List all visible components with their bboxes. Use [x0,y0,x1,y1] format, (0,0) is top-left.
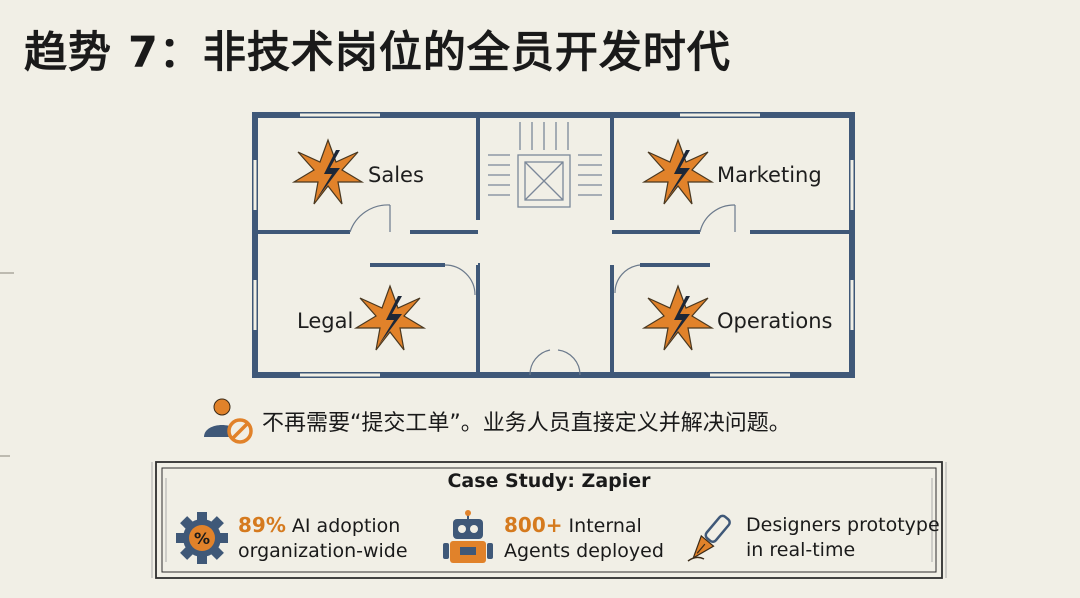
floor-plan: Sales Marketing Legal Operations [252,112,855,378]
room-label-legal: Legal [297,309,353,333]
case-study-title: Case Study: Zapier [447,470,651,492]
pen-nib-icon [682,509,738,567]
stat-adoption-label: AI adoption [285,514,401,537]
case-study-box: Case Study: Zapier [151,458,947,582]
stat-designers: Designers prototype in real-time [682,508,940,568]
case-study-frame [151,461,947,579]
room-label-marketing: Marketing [717,163,822,187]
burst-icon [291,138,365,205]
stat-adoption-value: 89% [238,512,286,537]
page-title: 趋势 7：非技术岗位的全员开发时代 [24,28,731,78]
percent-gear-icon: % [174,509,230,567]
stat-agents: 800+ Internal Agents deployed [440,508,664,568]
sketch-mark [0,455,10,457]
burst-icon [641,284,715,351]
notice: 不再需要“提交工单”。业务人员直接定义并解决问题。 [200,397,920,445]
stat-agents-label: Internal [562,514,642,537]
burst-icon [641,138,715,205]
room-label-sales: Sales [368,163,424,187]
outer-wall [252,112,855,378]
stat-agents-value: 800+ [504,512,563,537]
stat-agents-label-2: Agents deployed [504,539,664,562]
person-prohibited-icon [200,397,254,445]
burst-icon [353,284,427,351]
robot-icon [440,509,496,567]
room-label-operations: Operations [717,309,832,333]
stat-adoption-label-2: organization-wide [238,539,408,562]
svg-text:%: % [194,529,210,548]
notice-text: 不再需要“提交工单”。业务人员直接定义并解决问题。 [262,411,791,436]
sketch-mark [0,272,14,274]
stat-adoption: % 89% AI adoption organization-wide [174,508,408,568]
stat-designers-label: Designers prototype [746,514,940,536]
stat-designers-label-2: in real-time [746,539,856,561]
